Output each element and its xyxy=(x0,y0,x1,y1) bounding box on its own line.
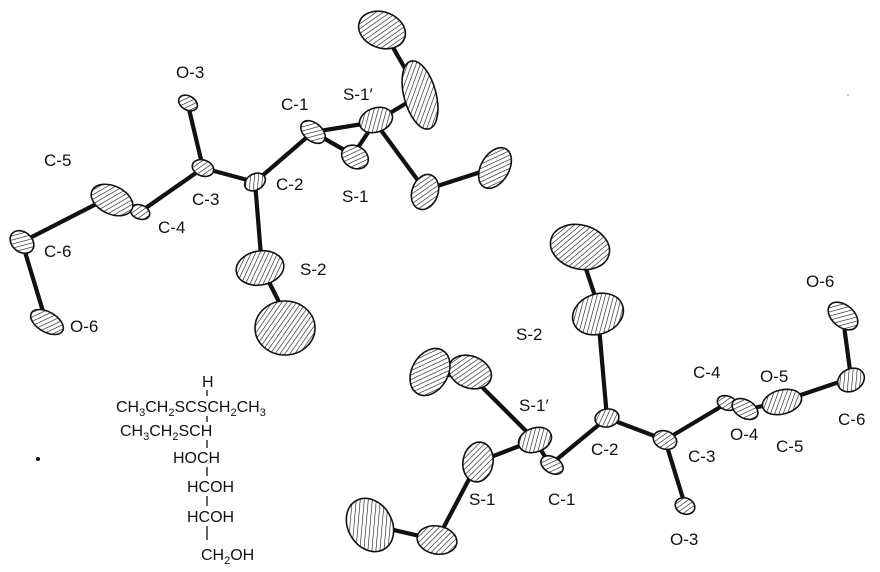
atom-b-c3 xyxy=(652,429,678,451)
bond-c2-c1 xyxy=(252,129,316,185)
label-b-o4: O-4 xyxy=(730,425,758,444)
atom-ethyl-b xyxy=(357,10,407,50)
atom-c6 xyxy=(9,229,35,255)
atom-s2 xyxy=(235,249,285,287)
formula-line-6: CH2OH xyxy=(201,547,254,567)
label-b-s1: S-1 xyxy=(469,490,495,509)
label-b-c1: C-1 xyxy=(548,490,575,509)
formula-h: H xyxy=(202,374,214,391)
bond-b-c3-c4 xyxy=(662,400,730,443)
atom-s2-ethyl xyxy=(254,300,316,356)
atom-b-s1p xyxy=(517,426,553,454)
label-b-c4: C-4 xyxy=(693,363,720,382)
bond-b-c3-o3 xyxy=(662,437,688,508)
formula-line-4: HCOH xyxy=(187,479,234,496)
molecule-b-labels: S-2 O-6 C-4 O-5 S-1′ C-2 O-4 C-6 C-3 C-5… xyxy=(469,272,865,549)
bond-o3-c3 xyxy=(185,102,206,171)
atom-c1 xyxy=(300,119,326,145)
label-a-c2: C-2 xyxy=(276,175,303,194)
label-a-c6: C-6 xyxy=(44,242,71,261)
atom-o3 xyxy=(177,94,199,112)
atom-ethyl-d xyxy=(477,146,513,190)
label-b-o6: O-6 xyxy=(806,272,834,291)
atom-s1p xyxy=(358,106,394,134)
label-a-s1p: S-1′ xyxy=(343,85,373,104)
stray-dot-left xyxy=(36,457,40,461)
bond-s1-c2 xyxy=(372,119,428,193)
formula-line-2: CH3CH2SCH xyxy=(120,423,212,443)
atom-b-c5 xyxy=(761,388,803,416)
bond-c3-c4 xyxy=(137,165,206,215)
molecule-a-atoms xyxy=(9,10,513,356)
label-a-o3: O-3 xyxy=(176,63,204,82)
label-b-c5: C-5 xyxy=(776,437,803,456)
atom-b-s1 xyxy=(462,441,494,483)
atom-b-c2 xyxy=(594,408,620,428)
atom-ethyl-c xyxy=(410,173,440,211)
label-b-c6: C-6 xyxy=(838,410,865,429)
atom-s1 xyxy=(340,144,370,170)
atom-b-s2 xyxy=(571,292,625,336)
label-a-c5: C-5 xyxy=(44,151,71,170)
atom-c2 xyxy=(243,172,267,192)
molecule-a: O-3 C-1 S-1′ C-5 C-3 C-2 S-1 C-4 C-6 S-2… xyxy=(9,10,513,356)
label-a-c4: C-4 xyxy=(158,218,185,237)
atom-c5 xyxy=(90,183,134,217)
bond-b-c2-c1 xyxy=(547,415,610,468)
atom-b-o3 xyxy=(674,496,696,516)
label-b-o3: O-3 xyxy=(670,530,698,549)
atom-c3 xyxy=(191,158,215,178)
atom-b-o6 xyxy=(827,301,859,331)
label-b-s2: S-2 xyxy=(516,325,542,344)
atom-b-ethyl-f xyxy=(409,347,451,397)
formula-line-3: HOCH xyxy=(173,450,220,467)
atom-b-c1 xyxy=(540,455,564,475)
label-a-s2: S-2 xyxy=(300,260,326,279)
atom-o6 xyxy=(29,308,65,336)
bond-c6-o6 xyxy=(19,239,48,321)
label-b-c3: C-3 xyxy=(688,447,715,466)
bond-c5-c6 xyxy=(19,195,111,245)
atom-ethyl-a xyxy=(401,60,439,130)
label-a-s1: S-1 xyxy=(342,187,368,206)
molecule-b-atoms xyxy=(345,223,866,556)
atom-b-ethyl-top xyxy=(549,223,611,271)
molecule-b: S-2 O-6 C-4 O-5 S-1′ C-2 O-4 C-6 C-3 C-5… xyxy=(345,223,866,556)
formula-line-1: CH3CH2SCSCH2CH3 xyxy=(116,399,266,419)
label-b-o5: O-5 xyxy=(760,367,788,386)
label-a-c1: C-1 xyxy=(281,95,308,114)
label-b-s1p: S-1′ xyxy=(519,396,549,415)
label-a-c3: C-3 xyxy=(192,190,219,209)
molecule-a-labels: O-3 C-1 S-1′ C-5 C-3 C-2 S-1 C-4 C-6 S-2… xyxy=(44,63,373,336)
stray-dot-right xyxy=(847,94,849,96)
formula-line-5: HCOH xyxy=(187,509,234,526)
label-b-c2: C-2 xyxy=(591,440,618,459)
atom-b-c6 xyxy=(836,367,866,393)
label-a-o6: O-6 xyxy=(70,317,98,336)
structural-formula: H CH3CH2SCSCH2CH3 CH3CH2SCH HOCH HCOH HC… xyxy=(116,374,266,567)
atom-b-o4 xyxy=(731,397,759,421)
atom-b-ethyl-e xyxy=(447,354,493,390)
atom-b-ethyl-h xyxy=(345,497,395,553)
atom-b-ethyl-g xyxy=(416,524,458,556)
